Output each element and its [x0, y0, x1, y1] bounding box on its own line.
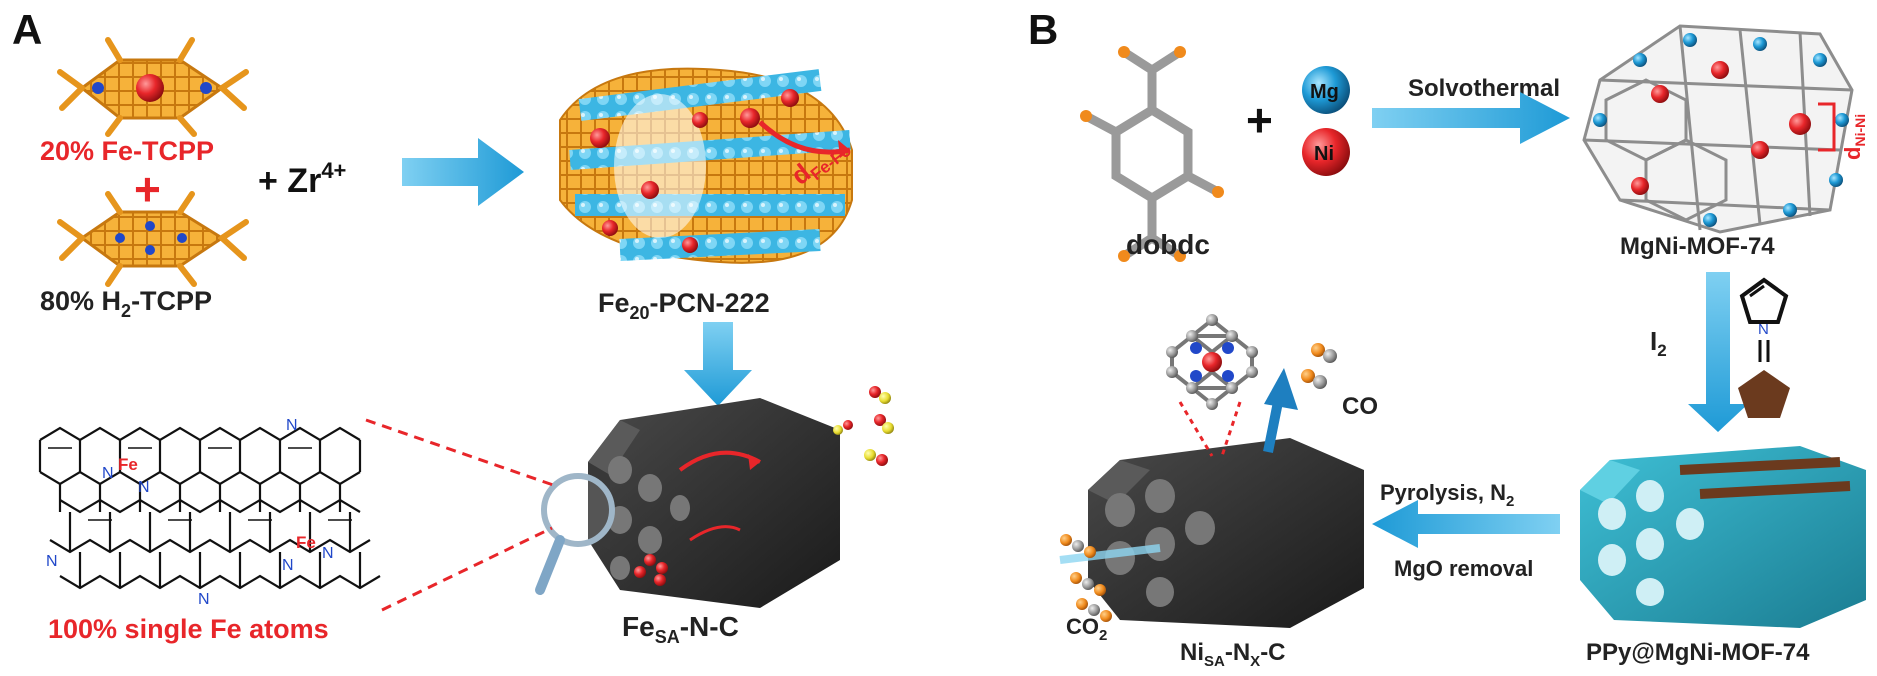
arrow-solvothermal: [1372, 92, 1570, 144]
zoom-line-bottom: [381, 526, 553, 612]
fe-atom-label-2: Fe: [296, 533, 316, 552]
panel-a: A 20% Fe-TCPP + 80% H2-TCPP + Zr4+: [12, 6, 894, 647]
ni-n4-site: [1166, 314, 1258, 410]
ni-label: Ni: [1314, 143, 1334, 165]
fesa-n-c-block: [588, 398, 840, 608]
fe-tcpp-molecule: [57, 37, 249, 137]
d-ni-ni-label: dNi-Ni: [1840, 114, 1868, 160]
n-atom-label-7: N: [198, 591, 210, 608]
arrow-mof-to-ppy: [1688, 272, 1748, 432]
co2-molecules-b: [1060, 534, 1112, 622]
mof-74-label: MgNi-MOF-74: [1620, 233, 1775, 260]
pyrrole-icon: [1738, 277, 1790, 418]
pyrolysis-label: Pyrolysis, N2: [1380, 480, 1514, 510]
panel-a-letter: A: [12, 6, 42, 53]
n-atom-label-3: N: [286, 417, 298, 434]
nisa-block: [1059, 368, 1364, 628]
fesa-n-c-label: FeSA-N-C: [622, 611, 739, 647]
pyrrole-n-label: N: [1758, 321, 1769, 338]
ppy-mof-block: [1580, 446, 1866, 628]
fe-atom-label-1: Fe: [118, 455, 138, 474]
h2-tcpp-label: 80% H2-TCPP: [40, 286, 212, 321]
dobdc-label: dobdc: [1126, 229, 1210, 260]
h2-tcpp-molecule: [57, 191, 249, 287]
ppy-mof-label: PPy@MgNi-MOF-74: [1586, 639, 1810, 666]
solvothermal-label: Solvothermal: [1408, 75, 1560, 102]
panel-b: B dobdc + Mg Ni Solvothermal: [1028, 6, 1868, 670]
plus-sign-b: +: [1246, 94, 1273, 146]
mof-74-framework: [1582, 24, 1854, 234]
red-plus-sign: +: [134, 163, 161, 215]
mg-ball: [1302, 66, 1350, 114]
n-atom-label-5: N: [322, 545, 334, 562]
co2-molecules-a: [833, 386, 894, 466]
n-atom-label-6: N: [46, 553, 58, 570]
n-atom-label-2: N: [138, 479, 150, 496]
co-label: CO: [1342, 393, 1378, 420]
co-molecules: [1301, 343, 1337, 389]
panel-b-letter: B: [1028, 6, 1058, 53]
n-atom-label-4: N: [282, 557, 294, 574]
pcn-222-label: Fe20-PCN-222: [598, 288, 770, 323]
pcn-222-framework: [559, 67, 853, 264]
n-atom-label-1: N: [102, 465, 114, 482]
zoom-dotted-left: [1178, 401, 1214, 457]
dobdc-oxygen-atoms: [1080, 46, 1224, 262]
fe-n-c-sheet-structure: [38, 426, 381, 590]
nisa-label: NiSA-NX-C: [1180, 639, 1286, 670]
single-fe-atoms-label: 100% single Fe atoms: [48, 614, 329, 644]
arrow-pyrolysis: [1372, 500, 1560, 548]
arrow-pcn-to-fesa: [684, 322, 752, 406]
ni-ball: [1302, 128, 1350, 176]
fe-tcpp-label: 20% Fe-TCPP: [40, 136, 214, 166]
i2-label: I2: [1650, 326, 1667, 360]
zoom-line-top: [365, 418, 557, 488]
dobdc-molecule: [1081, 47, 1223, 261]
zr-label: + Zr4+: [258, 158, 346, 200]
arrow-zr-to-pcn: [402, 138, 524, 206]
mg-label: Mg: [1310, 81, 1339, 103]
magnifier-icon: [535, 473, 615, 595]
mgo-removal-label: MgO removal: [1394, 556, 1533, 581]
co2-label: CO2: [1066, 614, 1107, 644]
